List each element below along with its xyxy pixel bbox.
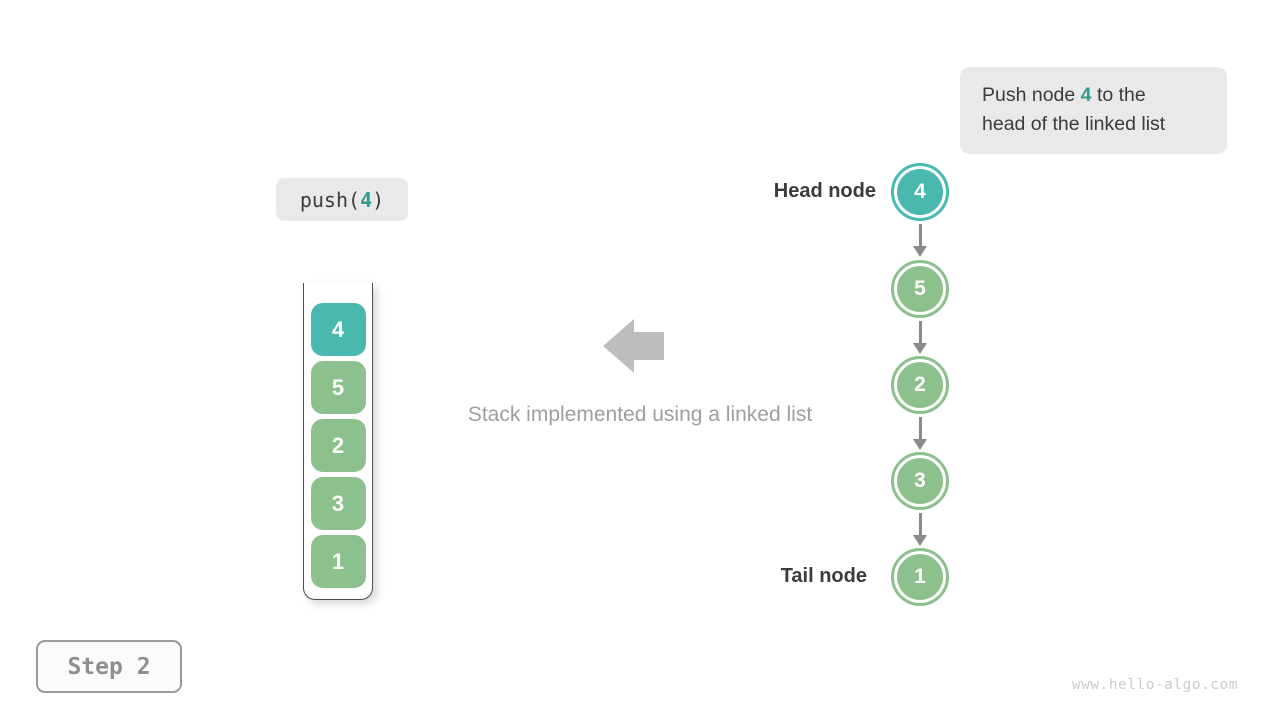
code-push-call: push(4) — [276, 178, 408, 221]
stack-item-value: 4 — [331, 316, 345, 342]
code-text: ) — [372, 187, 385, 212]
node-value: 1 — [897, 554, 943, 600]
diagram-caption: Stack implemented using a linked list — [467, 403, 813, 426]
callout-line-1: Push node 4 to the — [982, 81, 1203, 110]
arrow-head — [913, 246, 927, 257]
left-arrow-head — [603, 319, 634, 373]
arrow-head — [913, 439, 927, 450]
arrow-head — [913, 535, 927, 546]
stack-item-2: 2 — [310, 419, 366, 472]
tail-node-label: Tail node — [780, 565, 867, 587]
node-value: 4 — [897, 169, 943, 215]
down-arrow-icon — [913, 224, 927, 257]
down-arrow-icon — [913, 417, 927, 450]
node-value: 3 — [897, 458, 943, 504]
stack-item-5: 5 — [310, 361, 366, 414]
head-node-label: Head node — [773, 180, 876, 202]
down-arrow-icon — [913, 513, 927, 546]
callout-line-2: head of the linked list — [982, 113, 1166, 135]
arrow-line — [918, 224, 922, 248]
stack-container: 4 5 2 3 1 — [303, 283, 373, 600]
linked-list-node-1: 1 — [891, 548, 949, 606]
stack-item-4: 4 — [310, 303, 366, 356]
node-value: 5 — [897, 266, 943, 312]
stack-item-3: 3 — [310, 477, 366, 530]
callout-push-description: Push node 4 to the head of the linked li… — [960, 67, 1227, 154]
code-highlight-value: 4 — [360, 187, 373, 212]
step-badge: Step 2 — [36, 640, 182, 693]
stack-item-value: 5 — [331, 374, 345, 400]
stack-item-value: 1 — [331, 548, 345, 574]
callout-highlight-value: 4 — [1080, 84, 1092, 106]
down-arrow-icon — [913, 321, 927, 354]
arrow-line — [918, 513, 922, 537]
left-arrow-tail — [634, 332, 664, 360]
arrow-line — [918, 321, 922, 345]
linked-list-node-3: 3 — [891, 452, 949, 510]
linked-list-node-4: 4 — [891, 163, 949, 221]
left-arrow-icon — [603, 319, 664, 373]
stack-item-1: 1 — [310, 535, 366, 588]
arrow-head — [913, 343, 927, 354]
node-value: 2 — [897, 362, 943, 408]
stack-item-value: 3 — [331, 490, 345, 516]
arrow-line — [918, 417, 922, 441]
callout-text: to the — [1091, 84, 1146, 106]
callout-text: Push node — [982, 84, 1081, 106]
watermark-url: www.hello-algo.com — [1071, 677, 1238, 693]
linked-list-node-2: 2 — [891, 356, 949, 414]
stack-item-value: 2 — [331, 432, 345, 458]
code-text: push( — [299, 187, 361, 212]
linked-list-node-5: 5 — [891, 260, 949, 318]
